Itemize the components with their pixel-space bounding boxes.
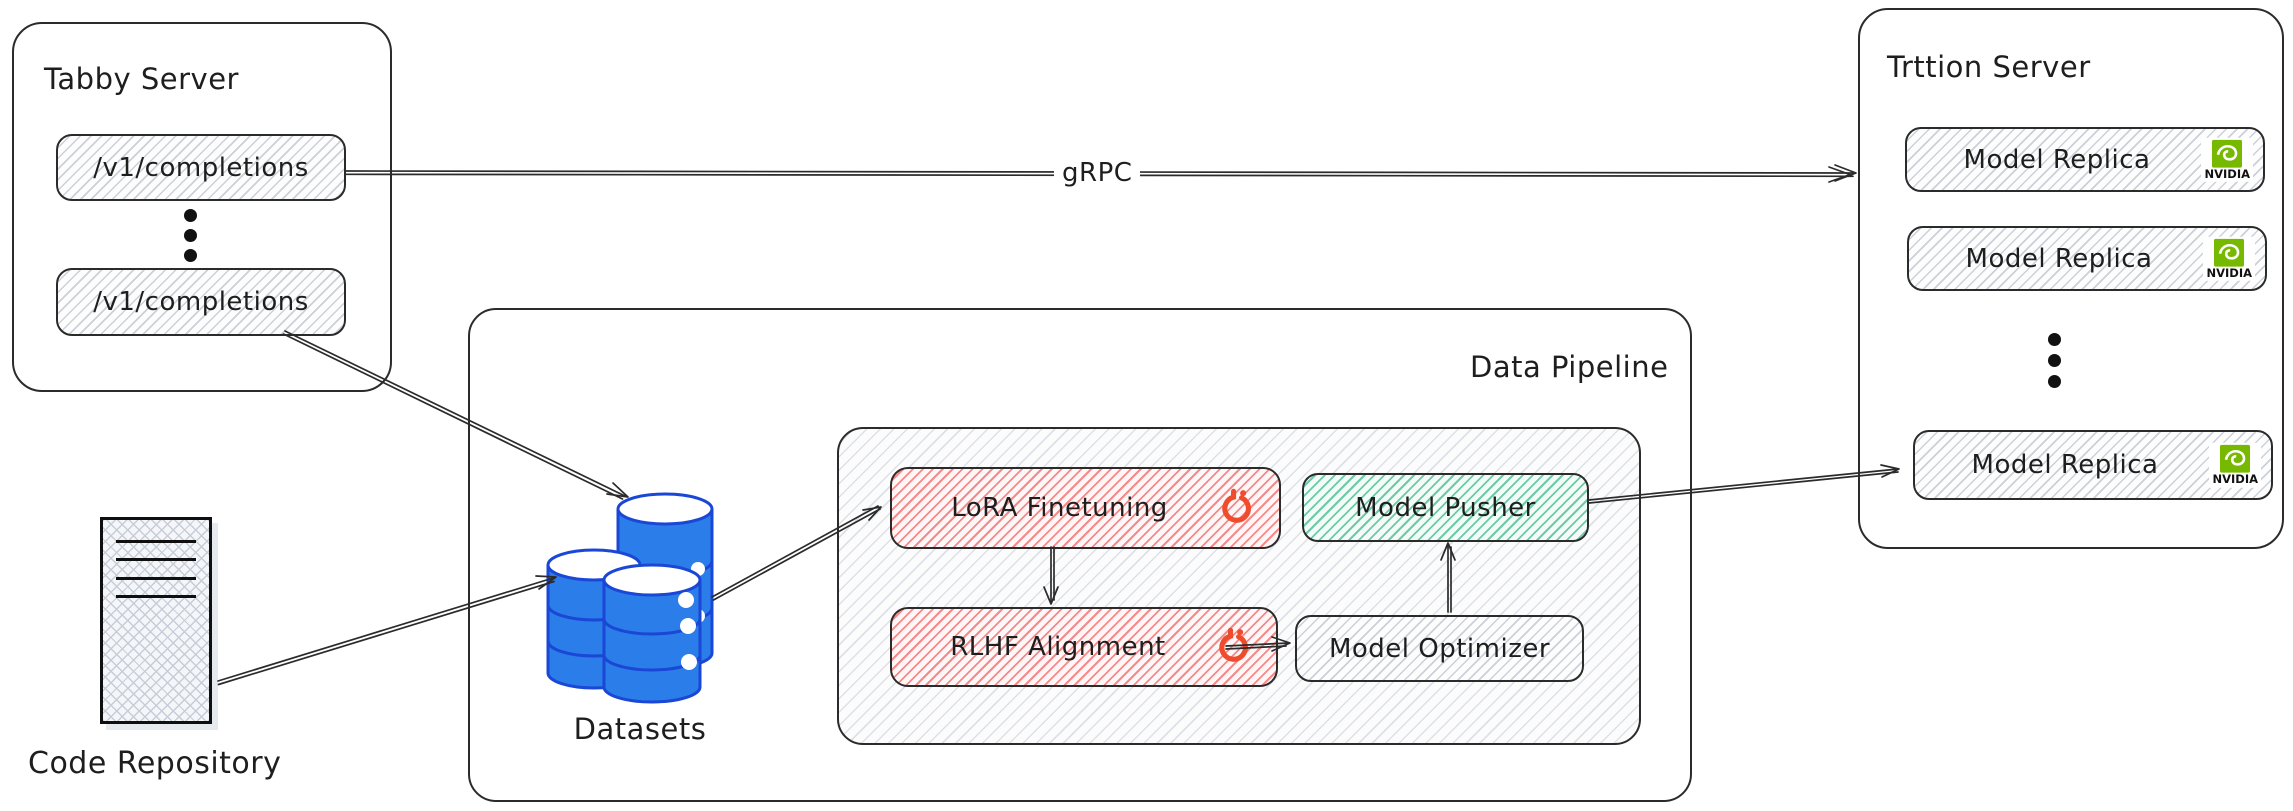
model-replica-node-1: Model Replica NVIDIA xyxy=(1905,127,2265,192)
dot xyxy=(184,229,197,242)
nvidia-logo: NVIDIA xyxy=(2203,236,2255,281)
endpoint-node-2: /v1/completions xyxy=(56,268,346,336)
model-replica-label: Model Replica xyxy=(1971,450,2159,480)
triton-ellipsis-dots xyxy=(2048,333,2061,388)
rlhf-alignment-node: RLHF Alignment xyxy=(890,607,1278,687)
nvidia-eye-icon xyxy=(2214,238,2245,267)
dot xyxy=(184,209,197,222)
tabby-ellipsis-dots xyxy=(184,209,197,262)
code-line xyxy=(116,558,196,561)
tabby-server-title: Tabby Server xyxy=(44,62,239,96)
nvidia-wordmark: NVIDIA xyxy=(2204,166,2250,181)
database-cylinder xyxy=(602,563,702,704)
pytorch-icon xyxy=(1222,488,1251,523)
nvidia-eye-icon xyxy=(2212,139,2243,168)
triton-server-title: Trttion Server xyxy=(1887,50,2091,84)
code-line xyxy=(116,595,196,598)
dot xyxy=(184,249,197,262)
data-pipeline-title: Data Pipeline xyxy=(1470,350,1669,384)
pytorch-icon xyxy=(1219,627,1248,662)
code-repository-shape xyxy=(100,517,212,724)
lora-finetuning-node: LoRA Finetuning xyxy=(890,467,1281,549)
dot xyxy=(2048,375,2061,388)
nvidia-wordmark: NVIDIA xyxy=(2206,265,2252,280)
model-optimizer-label: Model Optimizer xyxy=(1328,633,1551,664)
lora-finetuning-label: LoRA Finetuning xyxy=(951,493,1168,523)
code-line xyxy=(116,577,196,580)
model-replica-node-2: Model Replica NVIDIA xyxy=(1907,226,2267,291)
code-repository-label: Code Repository xyxy=(28,746,282,781)
nvidia-logo: NVIDIA xyxy=(2209,442,2261,488)
model-replica-label: Model Replica xyxy=(1963,144,2151,175)
endpoint-node-1: /v1/completions xyxy=(56,134,346,201)
code-line xyxy=(116,540,196,543)
model-pusher-label: Model Pusher xyxy=(1355,492,1536,523)
model-pusher-node: Model Pusher xyxy=(1302,473,1589,542)
nvidia-wordmark: NVIDIA xyxy=(2212,471,2258,486)
rlhf-alignment-label: RLHF Alignment xyxy=(950,632,1166,662)
grpc-arrow-label: gRPC xyxy=(1054,158,1141,188)
datasets-label: Datasets xyxy=(573,712,707,746)
nvidia-eye-icon xyxy=(2220,444,2251,473)
dot xyxy=(2048,333,2061,346)
model-optimizer-node: Model Optimizer xyxy=(1295,615,1584,682)
nvidia-logo: NVIDIA xyxy=(2201,137,2253,182)
endpoint-label: /v1/completions xyxy=(93,287,309,317)
model-replica-label: Model Replica xyxy=(1965,243,2153,274)
datasets-database-icon xyxy=(546,492,714,704)
dot xyxy=(2048,354,2061,367)
endpoint-label: /v1/completions xyxy=(93,152,309,183)
model-replica-node-3: Model Replica NVIDIA xyxy=(1913,430,2273,500)
